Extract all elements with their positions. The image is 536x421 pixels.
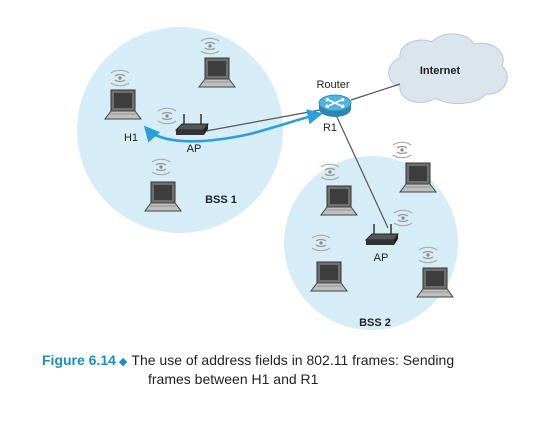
figure-caption: Figure 6.14◆The use of address fields in…: [42, 352, 522, 388]
router-label: Router: [316, 79, 349, 91]
router-id-label: R1: [323, 122, 337, 134]
frame-path-arrow: [143, 109, 324, 143]
bss1-label: BSS 1: [205, 194, 237, 206]
laptop-h1: H1: [104, 69, 142, 144]
internet-label: Internet: [420, 65, 461, 77]
ap2-label: AP: [374, 252, 389, 264]
caption-line-1: The use of address fields in 802.11 fram…: [131, 352, 455, 368]
figure-number: Figure 6.14: [42, 352, 116, 368]
diamond-icon: ◆: [118, 356, 128, 368]
access-point-2: AP: [365, 209, 413, 264]
access-point-1: AP: [157, 107, 209, 155]
router-internet-link: [350, 83, 401, 101]
wireless-signal-icon: [392, 141, 412, 159]
caption-line-2: frames between H1 and R1: [148, 371, 319, 387]
router-icon: [318, 94, 352, 117]
internet-cloud: Internet: [388, 33, 508, 104]
bss2-label: BSS 2: [359, 317, 391, 329]
ap1-label: AP: [187, 143, 202, 155]
h1-label: H1: [124, 132, 138, 144]
router-ap2-link: [335, 114, 389, 229]
